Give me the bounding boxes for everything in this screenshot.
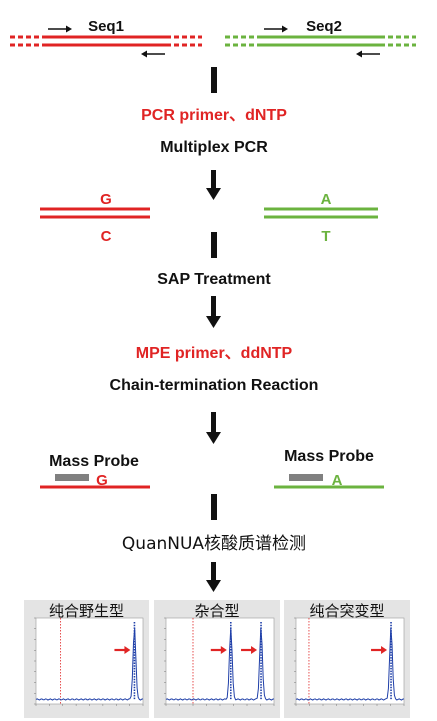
spectrum-title: 纯合突变型 <box>309 602 384 620</box>
peak-arrow-head-icon <box>381 646 388 654</box>
spectrum-title: 纯合野生型 <box>49 602 124 620</box>
forward-primer-arrow-icon <box>48 25 72 33</box>
forward-primer-arrow-icon <box>264 25 288 33</box>
detection-step-label: QuanNUA核酸质谱检测 <box>122 534 306 554</box>
spectrum-trace <box>35 628 144 701</box>
probe-base-g: G <box>96 472 108 489</box>
plot-area <box>35 617 144 705</box>
connector-bar <box>211 232 217 258</box>
reverse-primer-arrow-icon <box>141 50 165 58</box>
reverse-primer-arrow-icon <box>356 50 380 58</box>
down-arrow-icon <box>206 170 221 200</box>
down-arrow-icon <box>206 562 221 592</box>
connector-bar <box>211 67 217 93</box>
plot-area <box>295 617 405 705</box>
pcr-product-seq1: G C <box>40 191 150 245</box>
down-arrow-icon <box>206 412 221 444</box>
spectrum-panel: 杂合型 <box>154 600 280 718</box>
mass-probe-left: Mass Probe G <box>40 453 150 489</box>
allele-t-label: T <box>321 228 330 245</box>
allele-a-label: A <box>321 191 332 208</box>
pcr-reagents-label: PCR primer、dNTP <box>141 107 287 124</box>
probe-base-a: A <box>332 472 343 489</box>
allele-c-label: C <box>101 228 112 245</box>
spectrum-panel: 纯合野生型 <box>24 600 149 718</box>
seq2-template: Seq2 <box>225 18 416 58</box>
mass-probe-label: Mass Probe <box>49 453 139 470</box>
peak-arrow-head-icon <box>251 646 258 654</box>
spectrum-panel: 纯合突变型 <box>284 600 410 718</box>
allele-g-label: G <box>100 191 112 208</box>
spectrum-trace <box>295 628 405 701</box>
mpe-reagents-label: MPE primer、ddNTP <box>136 345 293 362</box>
seq2-label: Seq2 <box>306 18 342 35</box>
peak-arrow-head-icon <box>220 646 227 654</box>
seq1-label: Seq1 <box>88 18 124 35</box>
down-arrow-icon <box>206 296 221 328</box>
pcr-product-seq2: A T <box>264 191 378 245</box>
mass-probe-right: Mass Probe A <box>274 448 384 489</box>
sap-step-label: SAP Treatment <box>157 271 271 288</box>
spectrum-trace <box>165 627 275 701</box>
probe-bar <box>55 474 89 481</box>
mass-spectra-panels: 纯合野生型 杂合型 纯合突变型 <box>24 600 410 718</box>
mpe-step-label: Chain-termination Reaction <box>110 377 319 394</box>
spectrum-title: 杂合型 <box>194 602 239 620</box>
peak-arrow-head-icon <box>124 646 131 654</box>
probe-bar <box>289 474 323 481</box>
mass-probe-label: Mass Probe <box>284 448 374 465</box>
pcr-step-label: Multiplex PCR <box>160 139 268 156</box>
connector-bar <box>211 494 217 520</box>
plot-area <box>165 617 275 705</box>
seq1-template: Seq1 <box>10 18 202 58</box>
